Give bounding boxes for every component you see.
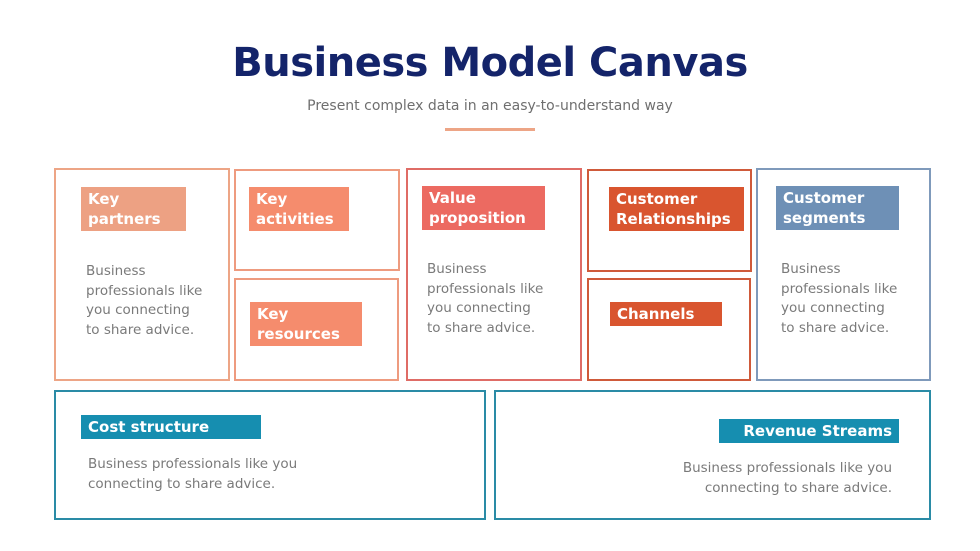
label-line: partners — [88, 210, 161, 228]
desc-line: professionals like — [781, 280, 898, 297]
label-line: segments — [783, 209, 866, 227]
page-title: Business Model Canvas — [232, 40, 748, 86]
customer-segments-description: Business professionals like you connecti… — [781, 260, 897, 338]
label-line: Value — [429, 189, 476, 207]
desc-line: Business — [427, 261, 487, 277]
revenue-streams-block: Revenue Streams Business professionals l… — [494, 390, 931, 520]
label-line: resources — [257, 325, 340, 343]
label-line: Cost structure — [88, 418, 210, 436]
value-proposition-block: Value proposition Business professionals… — [406, 168, 582, 381]
label-line: Customer — [783, 189, 865, 207]
customer-relationships-block: Customer Relationships — [587, 169, 752, 272]
cost-structure-block: Cost structure Business professionals li… — [54, 390, 486, 520]
customer-relationships-label: Customer Relationships — [609, 187, 744, 231]
key-partners-description: Business professionals like you connecti… — [86, 262, 202, 340]
value-proposition-label: Value proposition — [422, 186, 545, 230]
label-line: Key — [88, 190, 120, 208]
cost-structure-label: Cost structure — [81, 415, 261, 439]
label-line: Customer — [616, 190, 698, 208]
desc-line: to share advice. — [86, 321, 195, 338]
key-resources-block: Key resources — [234, 278, 399, 381]
revenue-streams-description: Business professionals like you connecti… — [683, 459, 892, 498]
desc-line: Business professionals like you — [682, 460, 892, 476]
key-partners-label: Key partners — [81, 187, 186, 231]
desc-line: Business — [86, 263, 146, 279]
key-activities-label: Key activities — [249, 187, 349, 231]
channels-block: Channels — [587, 278, 751, 381]
label-line: Revenue Streams — [743, 422, 892, 440]
label-line: Relationships — [616, 210, 731, 228]
page-subtitle: Present complex data in an easy-to-under… — [307, 98, 673, 114]
desc-line: connecting to share advice. — [88, 475, 276, 492]
label-line: activities — [256, 210, 334, 228]
title-divider — [445, 128, 535, 131]
label-line: proposition — [429, 209, 526, 227]
key-partners-block: Key partners Business professionals like… — [54, 168, 230, 381]
label-line: Key — [257, 305, 289, 323]
desc-line: Business — [781, 261, 841, 277]
desc-line: professionals like — [427, 280, 544, 297]
cost-structure-description: Business professionals like you connecti… — [88, 455, 297, 494]
label-line: Key — [256, 190, 288, 208]
desc-line: you connecting — [427, 300, 531, 316]
revenue-streams-label: Revenue Streams — [719, 419, 899, 443]
label-line: Channels — [617, 305, 695, 323]
desc-line: professionals like — [86, 282, 203, 299]
desc-line: you connecting — [781, 300, 885, 316]
desc-line: you connecting — [86, 302, 190, 318]
channels-label: Channels — [610, 302, 722, 326]
desc-line: to share advice. — [427, 319, 536, 336]
key-activities-block: Key activities — [234, 169, 400, 271]
desc-line: Business professionals like you — [88, 456, 298, 472]
customer-segments-block: Customer segments Business professionals… — [756, 168, 931, 381]
key-resources-label: Key resources — [250, 302, 362, 346]
desc-line: connecting to share advice. — [704, 479, 892, 496]
value-proposition-description: Business professionals like you connecti… — [427, 260, 543, 338]
customer-segments-label: Customer segments — [776, 186, 899, 230]
desc-line: to share advice. — [781, 319, 890, 336]
